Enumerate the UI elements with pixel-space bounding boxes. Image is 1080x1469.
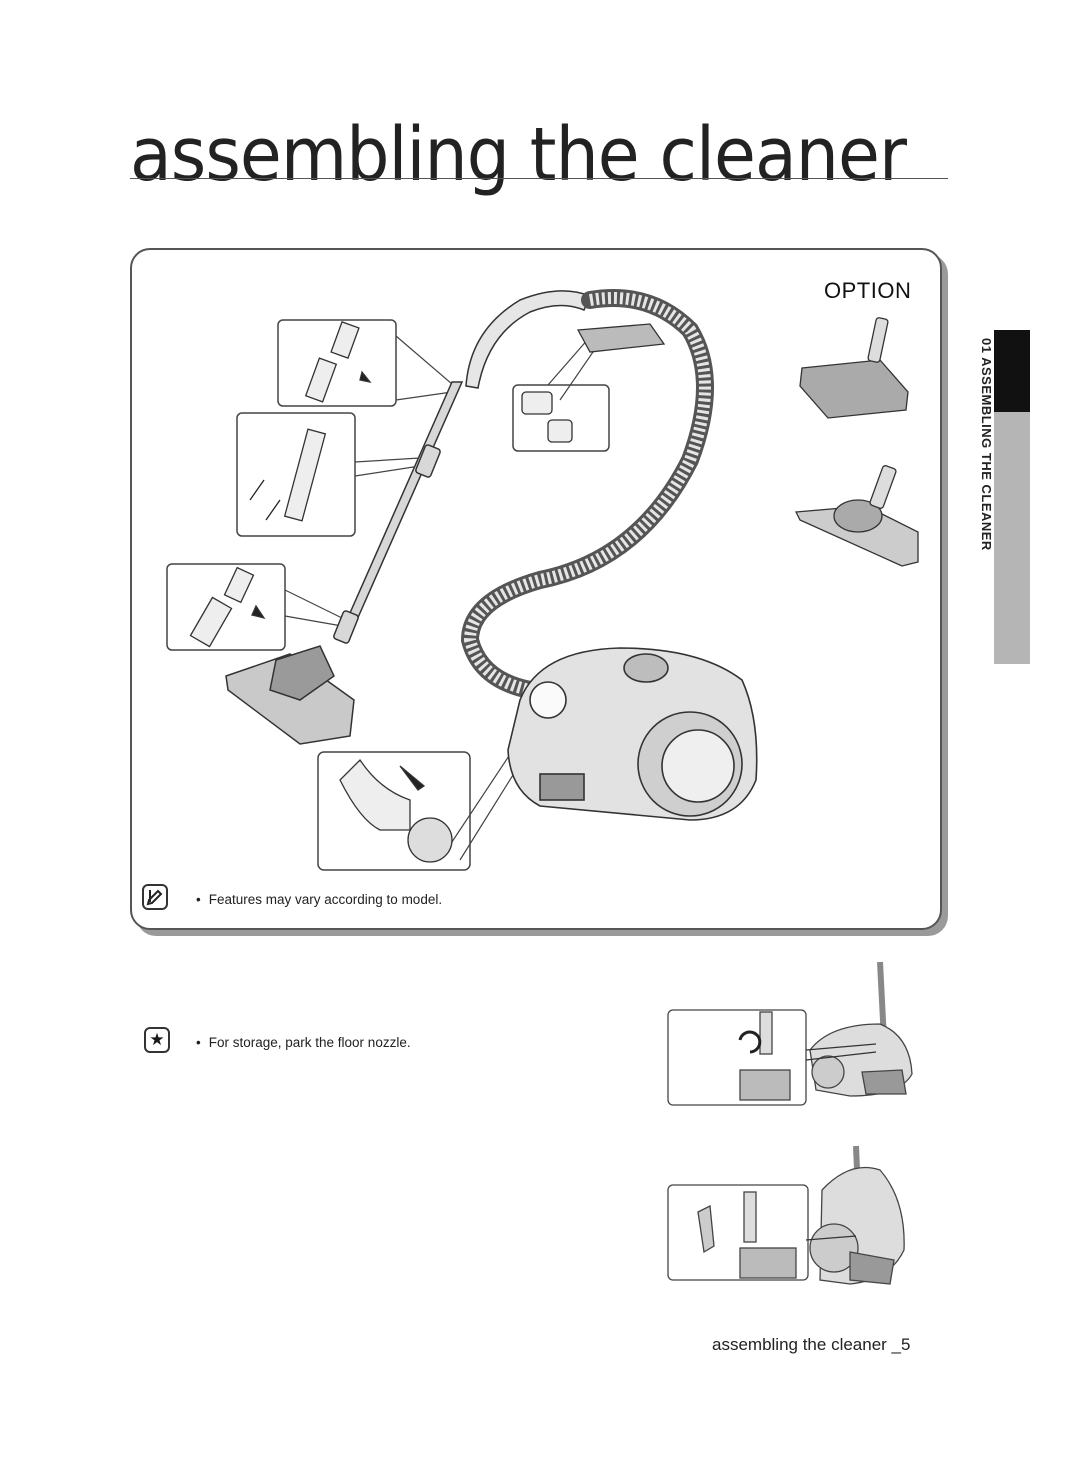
title-rule <box>130 178 948 179</box>
star-icon: ★ <box>144 1027 170 1053</box>
page-title: assembling the cleaner <box>130 112 907 198</box>
note-text-features: • Features may vary according to model. <box>196 892 442 907</box>
side-tab-marker <box>994 330 1030 412</box>
page-footer: assembling the cleaner _5 <box>712 1335 911 1354</box>
side-tab-bar <box>994 412 1030 664</box>
note-text-storage: • For storage, park the floor nozzle. <box>196 1035 411 1050</box>
bullet: • <box>196 892 201 907</box>
note-icon <box>142 884 168 910</box>
bullet: • <box>196 1035 201 1050</box>
option-label: OPTION <box>824 278 912 303</box>
note-text-features-label: Features may vary according to model. <box>208 892 443 907</box>
note-text-storage-label: For storage, park the floor nozzle. <box>208 1035 411 1050</box>
side-tab-label: 01 ASSEMBLING THE CLEANER <box>979 338 994 551</box>
